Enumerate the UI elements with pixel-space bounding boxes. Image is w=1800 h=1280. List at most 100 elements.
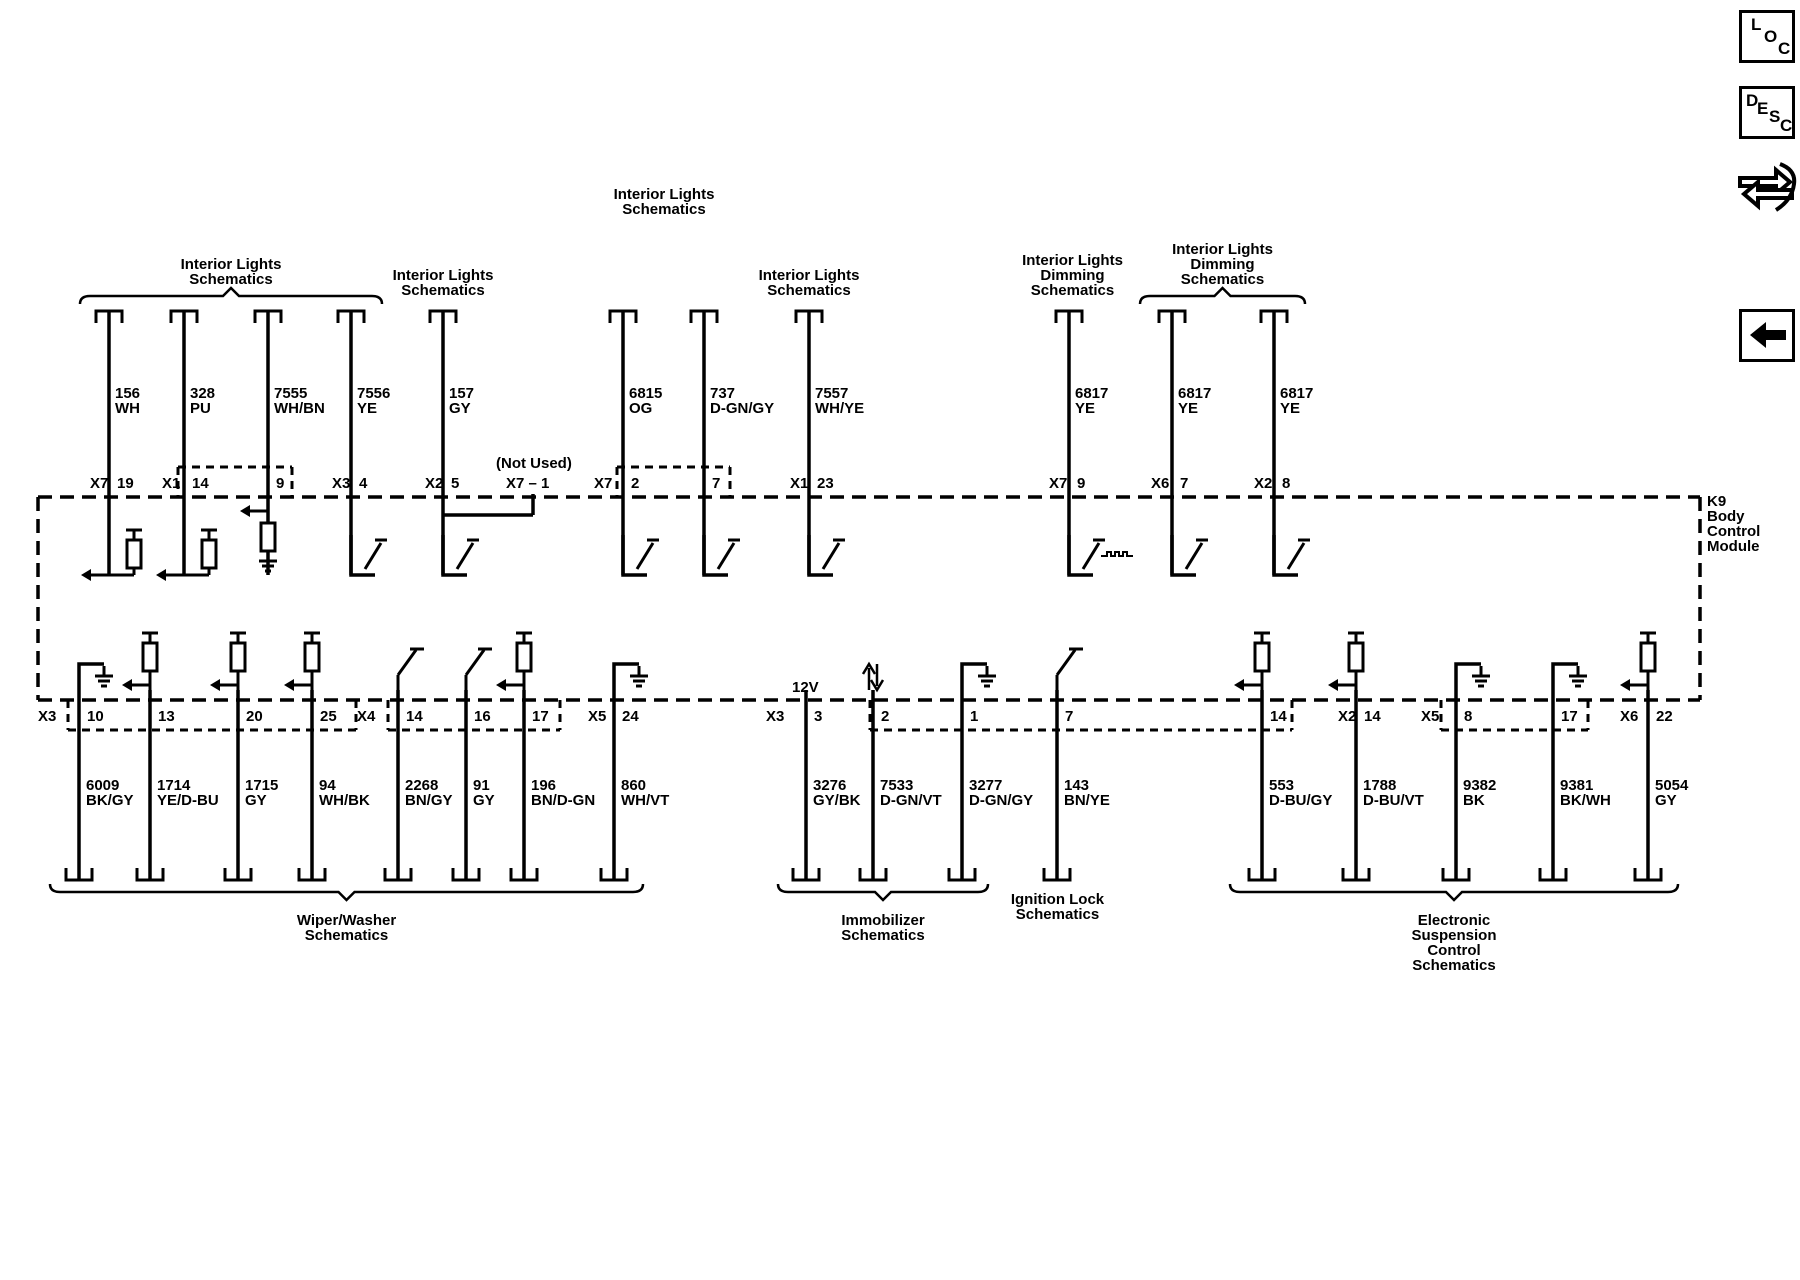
pin-number: 23 bbox=[817, 475, 834, 492]
resistor bbox=[303, 641, 321, 673]
switch-contact bbox=[960, 662, 987, 690]
wire-color: YE bbox=[1075, 400, 1095, 417]
resistor bbox=[1347, 641, 1365, 673]
arrows-hand-icon[interactable] bbox=[1736, 160, 1798, 216]
group-label: Electronic bbox=[1418, 912, 1491, 929]
group-label: Schematics bbox=[305, 927, 388, 944]
connector-id: X6 bbox=[1151, 475, 1169, 492]
connector-id: X7 bbox=[594, 475, 612, 492]
module-label: Module bbox=[1707, 538, 1760, 555]
connector-id: X1 bbox=[790, 475, 808, 492]
group-label: Interior Lights bbox=[393, 267, 494, 284]
circuit-number: 553 bbox=[1269, 777, 1294, 794]
wire-color: OG bbox=[629, 400, 652, 417]
circuit-number: 1715 bbox=[245, 777, 278, 794]
switch-contact bbox=[1272, 535, 1298, 577]
wire-color: GY bbox=[245, 792, 267, 809]
circuit-number: 860 bbox=[621, 777, 646, 794]
wire-color: WH/BK bbox=[319, 792, 370, 809]
description-button[interactable]: D E S C bbox=[1739, 86, 1795, 139]
circuit-number: 91 bbox=[473, 777, 490, 794]
signal-arrow-head bbox=[156, 569, 166, 581]
signal-arrow-head bbox=[1234, 679, 1244, 691]
wire-color: GY bbox=[473, 792, 495, 809]
pin-number: 20 bbox=[246, 708, 263, 725]
circuit-number: 94 bbox=[319, 777, 336, 794]
wire-color: PU bbox=[190, 400, 211, 417]
pin-number: 25 bbox=[320, 708, 337, 725]
circuit-number: 9381 bbox=[1560, 777, 1593, 794]
switch-contact bbox=[1454, 662, 1481, 690]
signal-arrow-head bbox=[496, 679, 506, 691]
pin-number: 1 bbox=[970, 708, 978, 725]
group-label: Interior Lights bbox=[614, 186, 715, 203]
not-used-label: (Not Used) bbox=[496, 455, 572, 472]
module-label: Control bbox=[1707, 523, 1760, 540]
group-label: Schematics bbox=[841, 927, 924, 944]
connector-id: X5 bbox=[588, 708, 606, 725]
pin-number: 14 bbox=[1364, 708, 1381, 725]
signal-arrow-head bbox=[240, 505, 250, 517]
switch-blade bbox=[821, 542, 841, 570]
wire-color: BN/YE bbox=[1064, 792, 1110, 809]
top-group-bracket bbox=[78, 286, 384, 305]
pwm-signal-icon bbox=[1101, 551, 1133, 557]
switch-contact bbox=[441, 535, 467, 577]
back-button[interactable] bbox=[1739, 309, 1795, 362]
location-button[interactable]: L O C bbox=[1739, 10, 1795, 63]
wire-color: BN/D-GN bbox=[531, 792, 595, 809]
circuit-number: 3277 bbox=[969, 777, 1002, 794]
group-label: Dimming bbox=[1190, 256, 1254, 273]
pin-number: 2 bbox=[881, 708, 889, 725]
loc-letter-o: O bbox=[1764, 27, 1778, 46]
group-label: Schematics bbox=[1016, 906, 1099, 923]
wire-color: D-GN/GY bbox=[710, 400, 774, 417]
wire-color: BK/WH bbox=[1560, 792, 1611, 809]
switch-blade bbox=[455, 542, 475, 570]
top-group-bracket bbox=[1138, 286, 1307, 305]
pin-number: 9 bbox=[276, 475, 284, 492]
desc-letter-e: E bbox=[1757, 99, 1769, 118]
circuit-number: 196 bbox=[531, 777, 556, 794]
switch-blade bbox=[1184, 542, 1204, 570]
pin-number: 17 bbox=[1561, 708, 1578, 725]
wire-color: GY/BK bbox=[813, 792, 861, 809]
group-label: Dimming bbox=[1040, 267, 1104, 284]
circuit-number: 6009 bbox=[86, 777, 119, 794]
desc-letter-s: S bbox=[1769, 107, 1781, 126]
circuit-number: 6817 bbox=[1178, 385, 1211, 402]
resistor bbox=[141, 641, 159, 673]
switch-contact bbox=[612, 662, 639, 690]
group-label: Immobilizer bbox=[841, 912, 925, 929]
switch-contact bbox=[349, 535, 375, 577]
loc-letter-c: C bbox=[1778, 39, 1791, 58]
group-label: Interior Lights bbox=[181, 256, 282, 273]
pin-number: 14 bbox=[406, 708, 423, 725]
wire-color: WH bbox=[115, 400, 140, 417]
group-label: Interior Lights bbox=[1172, 241, 1273, 258]
resistor bbox=[1253, 641, 1271, 673]
left-arrow-icon bbox=[1750, 322, 1786, 348]
pin-number: 24 bbox=[622, 708, 639, 725]
group-label: Schematics bbox=[622, 201, 705, 218]
resistor bbox=[515, 641, 533, 673]
resistor bbox=[259, 521, 277, 553]
circuit-number: 7555 bbox=[274, 385, 307, 402]
signal-arrow-head bbox=[1328, 679, 1338, 691]
circuit-number: 9382 bbox=[1463, 777, 1496, 794]
connector-id: X3 bbox=[38, 708, 56, 725]
not-used-pin: X7 – 1 bbox=[506, 475, 549, 492]
circuit-number: 6817 bbox=[1075, 385, 1108, 402]
group-label: Schematics bbox=[401, 282, 484, 299]
pin-number: 5 bbox=[451, 475, 459, 492]
pin-number: 19 bbox=[117, 475, 134, 492]
connector-id: X7 bbox=[90, 475, 108, 492]
wire-color: D-GN/VT bbox=[880, 792, 942, 809]
pin-number: 7 bbox=[1065, 708, 1073, 725]
wire-color: BK bbox=[1463, 792, 1485, 809]
pin-number: 13 bbox=[158, 708, 175, 725]
signal-arrow-head bbox=[210, 679, 220, 691]
group-label: Schematics bbox=[767, 282, 850, 299]
